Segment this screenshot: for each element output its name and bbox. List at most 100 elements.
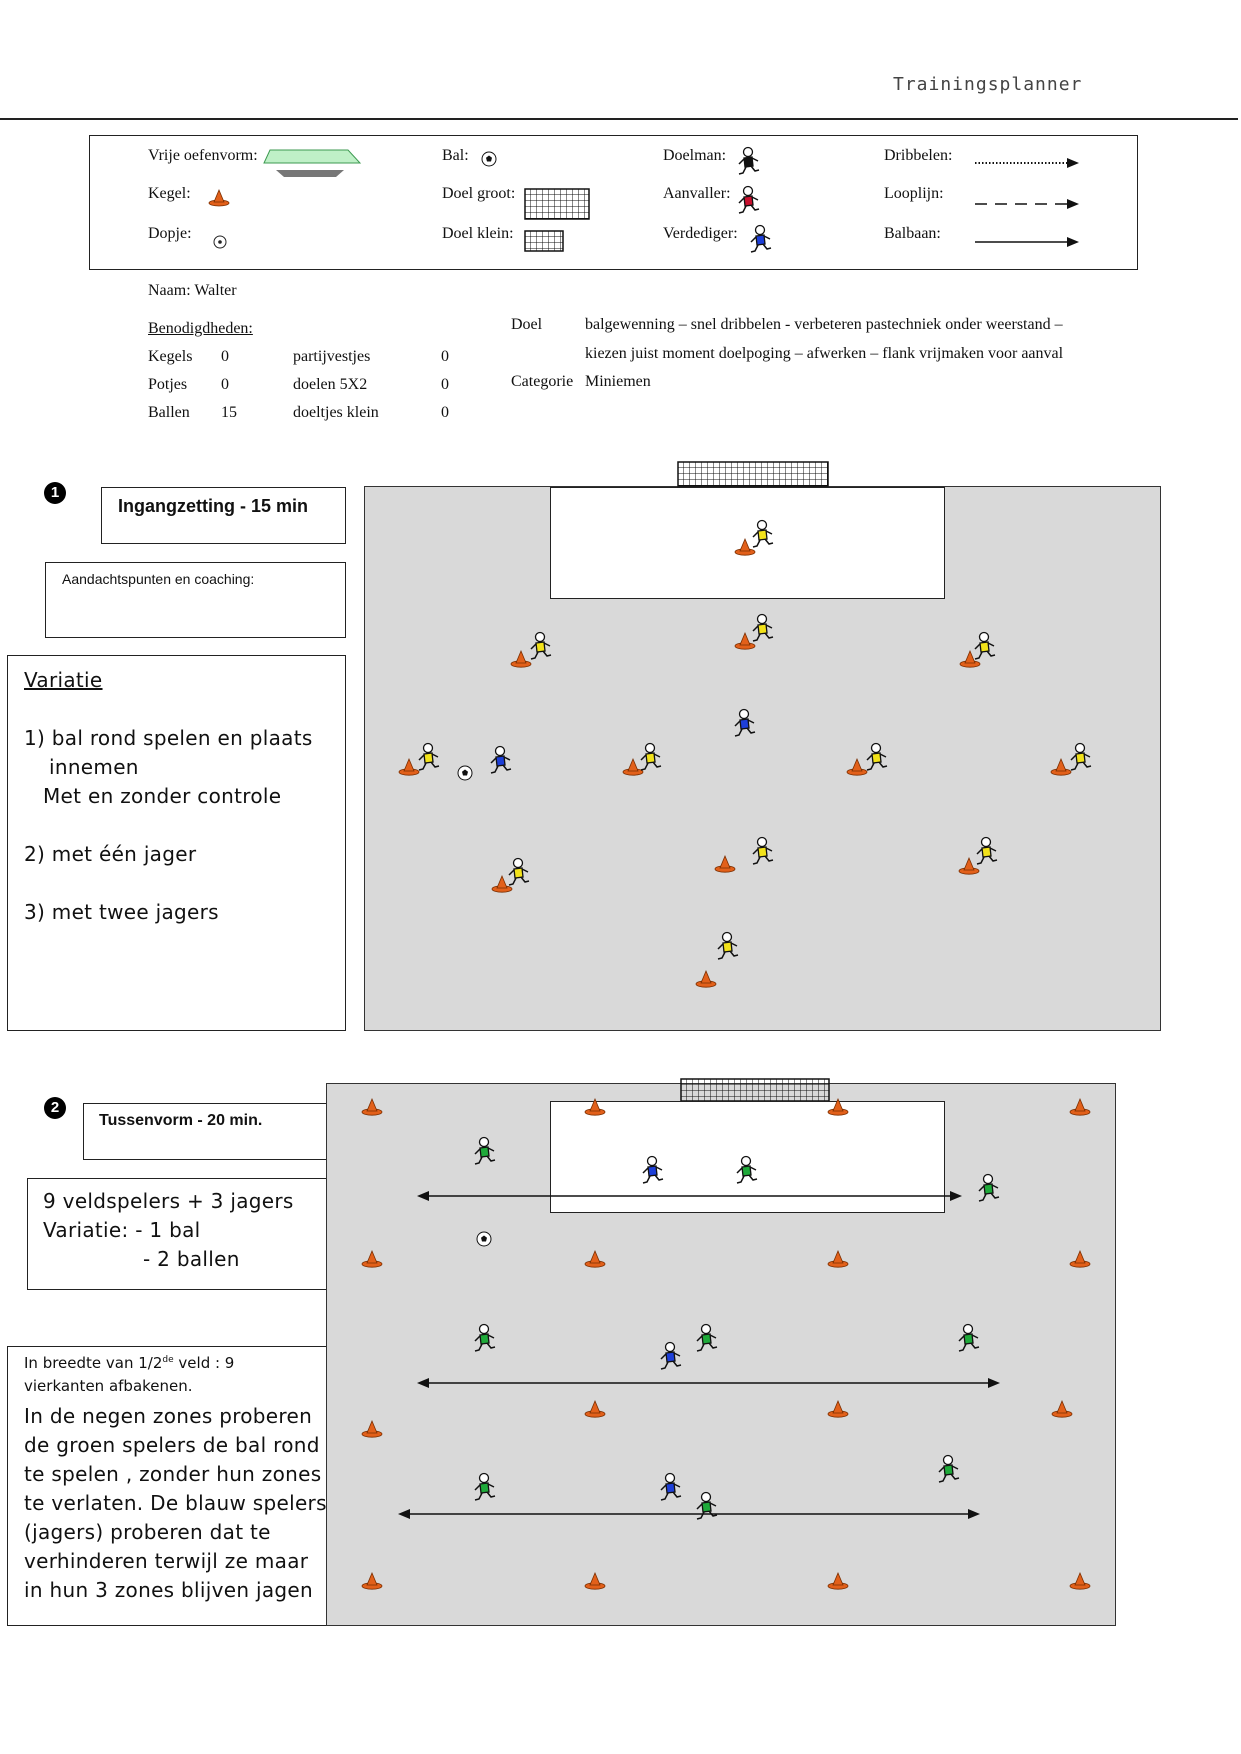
exercise1-title-box	[101, 487, 346, 544]
page-title: Trainingsplanner	[893, 74, 1083, 95]
description-line: te spelen , zonder hun zones	[24, 1462, 322, 1486]
cone-marker	[959, 649, 981, 668]
variation-line1: 1) bal rond spelen en plaats	[24, 726, 313, 750]
exercise2-number: 2	[44, 1097, 66, 1119]
green-player	[736, 1155, 758, 1184]
green-player	[938, 1454, 960, 1483]
cone-marker	[584, 1399, 606, 1418]
defender-icon	[750, 224, 772, 253]
exercise2-title-box	[83, 1103, 328, 1160]
cone-marker	[584, 1249, 606, 1268]
description-line: te verlaten. De blauw spelers	[24, 1491, 327, 1515]
exercise1-goal	[677, 461, 829, 487]
coaching-label: Aandachtspunten en coaching:	[62, 571, 255, 587]
legend-verdediger: Verdediger:	[663, 225, 738, 242]
cone-marker	[491, 874, 513, 893]
green-player	[978, 1173, 1000, 1202]
blue-player	[660, 1341, 682, 1370]
cone-marker	[398, 757, 420, 776]
ball-marker	[457, 765, 473, 781]
cone-marker	[734, 537, 756, 556]
exercise1-penalty-box	[550, 487, 945, 599]
ball-path-arrow	[398, 1509, 980, 1519]
variation-line3: Met en zonder controle	[43, 784, 282, 808]
description-small-line1: In breedte van 1/2de veld : 9	[24, 1354, 235, 1372]
ball-path-icon	[975, 237, 1079, 247]
cone-marker	[584, 1097, 606, 1116]
cone-marker	[827, 1249, 849, 1268]
exercise2-goal	[680, 1078, 830, 1102]
large-goal-icon	[524, 188, 590, 220]
equipment-item1: Kegels	[148, 348, 193, 365]
equipment-val2: 0	[441, 348, 449, 365]
equipment-item2: doeltjes klein	[293, 404, 379, 421]
legend-looplijn: Looplijn:	[884, 185, 944, 202]
description-line: verhinderen terwijl ze maar	[24, 1549, 309, 1573]
equipment-item1: Ballen	[148, 404, 190, 421]
equipment-item1: Potjes	[148, 376, 188, 393]
yellow-player	[1070, 742, 1092, 771]
cone-marker	[695, 969, 717, 988]
equipment-val1: 0	[221, 376, 229, 393]
description-line: de groen spelers de bal rond	[24, 1433, 320, 1457]
category-label: Categorie	[511, 373, 574, 390]
cone-marker	[1069, 1249, 1091, 1268]
yellow-player	[974, 631, 996, 660]
yellow-player	[508, 857, 530, 886]
legend-bal: Bal:	[442, 147, 469, 164]
yellow-player	[717, 931, 739, 960]
yellow-player	[752, 613, 774, 642]
variation-line5: 3) met twee jagers	[24, 900, 219, 924]
exercise2-title: Tussenvorm - 20 min.	[99, 1112, 263, 1129]
legend-doel-groot: Doel groot:	[442, 185, 516, 202]
legend-doel-klein: Doel klein:	[442, 225, 514, 242]
yellow-player	[530, 631, 552, 660]
yellow-player	[976, 836, 998, 865]
setup-line2: Variatie: - 1 bal	[43, 1218, 201, 1242]
yellow-player	[752, 519, 774, 548]
green-player	[474, 1472, 496, 1501]
legend-box	[89, 135, 1138, 270]
category-value: Miniemen	[585, 373, 651, 390]
yellow-player	[640, 742, 662, 771]
goalkeeper-icon	[738, 146, 760, 175]
green-player	[958, 1323, 980, 1352]
ball-marker	[476, 1231, 492, 1247]
cone-marker	[361, 1097, 383, 1116]
legend-vrije-oefenvorm: Vrije oefenvorm:	[148, 147, 258, 164]
description-box	[7, 1346, 328, 1626]
setup-line1: 9 veldspelers + 3 jagers	[43, 1189, 294, 1213]
exercise1-number: 1	[44, 482, 66, 504]
cone-marker	[361, 1571, 383, 1590]
green-player	[474, 1136, 496, 1165]
cone-marker	[734, 631, 756, 650]
ball-path-arrow	[417, 1378, 1000, 1388]
cone-marker	[361, 1419, 383, 1438]
variation-title: Variatie	[24, 668, 103, 692]
small-goal-icon	[524, 230, 564, 252]
cone-marker	[1051, 1399, 1073, 1418]
cone-icon	[208, 188, 230, 207]
cone-marker	[361, 1249, 383, 1268]
cone-marker	[622, 757, 644, 776]
legend-balbaan: Balbaan:	[884, 225, 941, 242]
marker-dot-icon	[213, 235, 227, 249]
trainer-name: Naam: Walter	[148, 282, 237, 299]
equipment-item2: doelen 5X2	[293, 376, 368, 393]
legend-kegel: Kegel:	[148, 185, 191, 202]
cone-marker	[1050, 757, 1072, 776]
description-line: In de negen zones proberen	[24, 1404, 313, 1428]
description-line: (jagers) proberen dat te	[24, 1520, 271, 1544]
ball-path-arrow	[417, 1191, 962, 1201]
exercise1-title: Ingangzetting - 15 min	[118, 496, 309, 516]
coaching-box	[45, 562, 346, 638]
cone-marker	[846, 757, 868, 776]
cone-marker	[714, 854, 736, 873]
yellow-player	[752, 836, 774, 865]
variation-box	[7, 655, 346, 1031]
equipment-val2: 0	[441, 376, 449, 393]
dribble-line-icon	[975, 158, 1079, 168]
legend-aanvaller: Aanvaller:	[663, 185, 731, 202]
blue-player	[660, 1472, 682, 1501]
description-line: in hun 3 zones blijven jagen	[24, 1578, 313, 1602]
